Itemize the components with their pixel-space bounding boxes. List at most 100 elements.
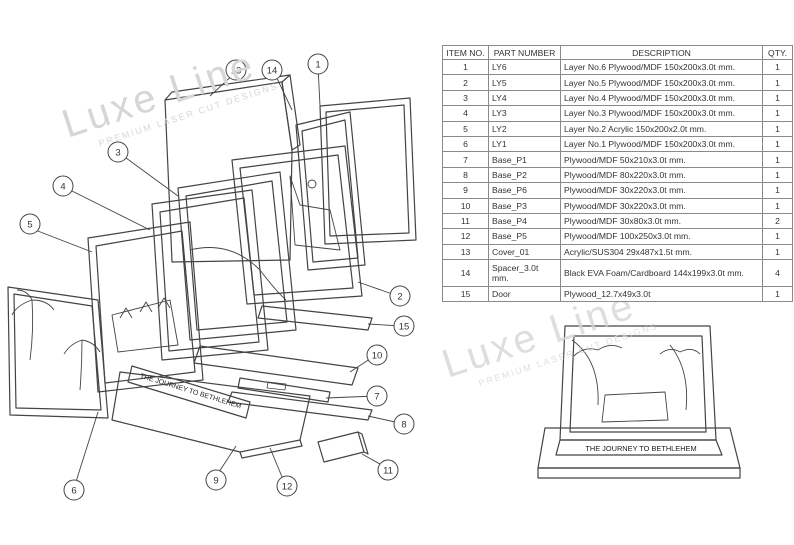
bom-header-qty: QTY. — [762, 45, 793, 60]
part-2-layer5 — [231, 145, 363, 305]
bom-cell-desc: Layer No.6 Plywood/MDF 150x200x3.0t mm. — [560, 58, 763, 76]
bom-header-description: DESCRIPTION — [560, 45, 763, 60]
bom-header-row: ITEM NO. PART NUMBER DESCRIPTION QTY. — [442, 45, 793, 60]
callout-4: 4 — [52, 175, 74, 197]
bom-cell-desc: Plywood/MDF 100x250x3.0t mm. — [560, 228, 763, 245]
bom-cell-qty: 2 — [762, 212, 793, 230]
bom-cell-item: 6 — [442, 135, 489, 153]
bom-cell-qty: 1 — [762, 58, 793, 76]
callout-label: 9 — [213, 476, 218, 487]
callout-label: 1 — [315, 60, 320, 71]
bom-cell-desc: Plywood/MDF 80x220x3.0t mm. — [560, 166, 763, 184]
plaque-text-assembled: THE JOURNEY TO BETHLEHEM — [585, 444, 696, 453]
callout-6: 6 — [63, 479, 85, 501]
bom-cell-part: LY5 — [488, 74, 561, 91]
bom-cell-part: LY6 — [488, 58, 561, 76]
bom-cell-part: Base_P3 — [488, 197, 561, 214]
callout-circle — [389, 285, 411, 307]
bom-cell-qty: 1 — [762, 74, 793, 91]
part-10-base-rail — [193, 345, 359, 386]
callout-label: 12 — [282, 482, 293, 493]
callout-label: 4 — [60, 182, 65, 193]
bom-cell-part: Spacer_3.0t mm. — [488, 259, 561, 288]
bom-cell-part: Base_P2 — [488, 166, 561, 184]
callout-label: 7 — [374, 392, 379, 403]
part-7-base-p1 — [237, 377, 331, 403]
bom-cell-qty: 1 — [762, 151, 793, 168]
part-11-base-p4 — [317, 431, 369, 463]
callout-label: 15 — [399, 322, 410, 333]
part-15-door — [257, 305, 373, 331]
bom-cell-qty: 1 — [762, 286, 793, 303]
callout-3: 3 — [107, 141, 129, 163]
callout-circle — [19, 213, 41, 235]
bom-cell-qty: 1 — [762, 105, 793, 122]
callout-circle — [205, 469, 227, 491]
bom-cell-item: 12 — [442, 228, 489, 245]
callout-circle — [107, 141, 129, 163]
bom-cell-qty: 1 — [762, 120, 793, 137]
bom-cell-part: LY1 — [488, 135, 561, 153]
bom-cell-desc: Plywood/MDF 50x210x3.0t mm. — [560, 151, 763, 168]
callout-circle — [261, 59, 283, 81]
bom-cell-desc: Layer No.1 Plywood/MDF 150x200x3.0t mm. — [560, 135, 763, 153]
callout-label: 13 — [231, 66, 242, 77]
callout-9: 9 — [205, 469, 227, 491]
bom-cell-qty: 1 — [762, 197, 793, 214]
callout-label: 5 — [27, 220, 32, 231]
callout-label: 10 — [372, 351, 383, 362]
bom-cell-part: LY3 — [488, 105, 561, 122]
bom-cell-qty: 1 — [762, 228, 793, 245]
bom-cell-desc: Layer No.4 Plywood/MDF 150x200x3.0t mm. — [560, 89, 763, 107]
bom-cell-part: LY2 — [488, 120, 561, 137]
callout-13: 13 — [225, 59, 247, 81]
part-1-layer6 — [319, 97, 417, 245]
part-3-layer4 — [177, 171, 297, 341]
part-8-base-p2 — [227, 391, 373, 421]
callout-7: 7 — [366, 385, 388, 407]
callout-circle — [63, 479, 85, 501]
bom-cell-qty: 1 — [762, 89, 793, 107]
bom-cell-desc: Layer No.5 Plywood/MDF 150x200x3.0t mm. — [560, 74, 763, 91]
callout-label: 6 — [71, 486, 76, 497]
callout-circle — [366, 344, 388, 366]
bom-cell-qty: 1 — [762, 135, 793, 153]
bom-cell-item: 1 — [442, 58, 489, 76]
assembled-preview — [537, 325, 741, 479]
bom-cell-desc: Layer No.2 Acrylic 150x200x2.0t mm. — [560, 120, 763, 137]
bom-cell-item: 15 — [442, 286, 489, 303]
bom-cell-part: Base_P5 — [488, 228, 561, 245]
bom-cell-part: Base_P1 — [488, 151, 561, 168]
bom-cell-part: Base_P6 — [488, 182, 561, 199]
part-5-layer2 — [87, 221, 204, 393]
bom-cell-qty: 1 — [762, 243, 793, 261]
bom-cell-part: Base_P4 — [488, 212, 561, 230]
callout-2: 2 — [389, 285, 411, 307]
bom-cell-qty: 4 — [762, 259, 793, 288]
part-6-layer1 — [7, 286, 109, 419]
callout-label: 2 — [397, 292, 402, 303]
callout-circle — [393, 413, 415, 435]
bom-cell-part: Door — [488, 286, 561, 303]
bom-cell-desc: Plywood/MDF 30x220x3.0t mm. — [560, 197, 763, 214]
bom-cell-desc: Plywood_12.7x49x3.0t — [560, 286, 763, 303]
bom-cell-desc: Layer No.3 Plywood/MDF 150x200x3.0t mm. — [560, 105, 763, 122]
callout-circle — [52, 175, 74, 197]
bom-cell-desc: Plywood/MDF 30x220x3.0t mm. — [560, 182, 763, 199]
callout-8: 8 — [393, 413, 415, 435]
bom-cell-item: 2 — [442, 74, 489, 91]
bom-cell-item: 7 — [442, 151, 489, 168]
bom-cell-item: 9 — [442, 182, 489, 199]
